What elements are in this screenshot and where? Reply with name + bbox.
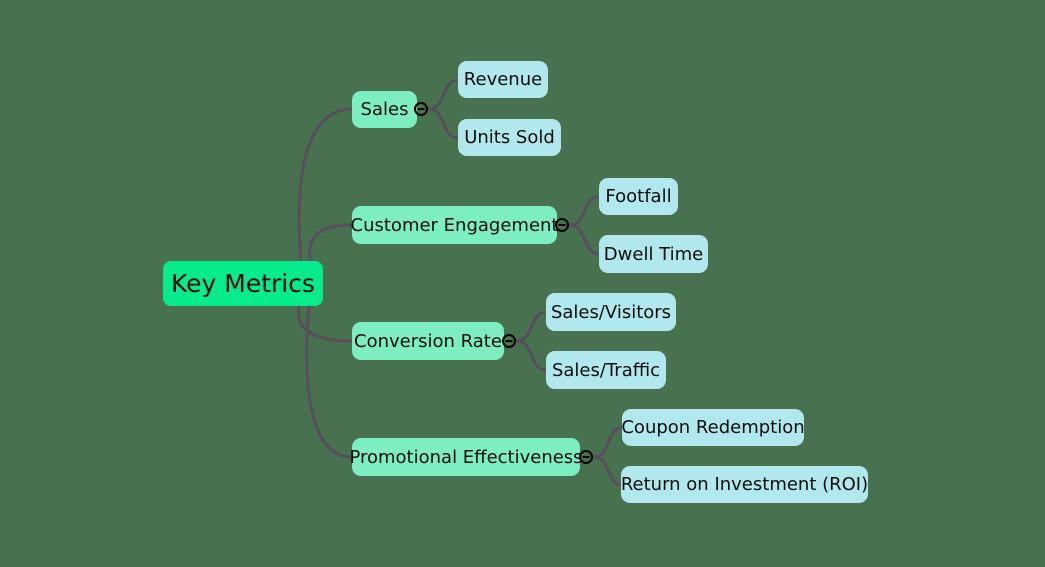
collapse-minus-icon-customer-engagement[interactable]	[554, 217, 570, 233]
collapse-minus-icon-sales[interactable]	[413, 101, 429, 117]
collapse-minus-icon-promotional-effectiveness[interactable]	[578, 449, 594, 465]
connector-root-to-sales	[297, 107, 354, 263]
connector-customer-engagement-to-footfall	[568, 195, 601, 227]
connector-conversion-rate-to-sales-traffic	[515, 339, 548, 372]
node-key-metrics[interactable]: Key Metrics	[163, 261, 323, 306]
connector-conversion-rate-to-sales-visitors	[515, 310, 548, 343]
node-units-sold[interactable]: Units Sold	[458, 119, 561, 156]
node-sales-visitors[interactable]: Sales/Visitors	[546, 293, 676, 331]
node-revenue[interactable]: Revenue	[458, 61, 548, 98]
node-customer-engagement[interactable]: Customer Engagement	[351, 206, 558, 244]
node-conversion-rate[interactable]: Conversion Rate	[352, 322, 504, 360]
node-coupon-redemption[interactable]: Coupon Redemption	[621, 409, 805, 446]
node-sales-traffic[interactable]: Sales/Traffic	[546, 351, 666, 389]
node-footfall[interactable]: Footfall	[599, 178, 678, 215]
collapse-minus-icon-conversion-rate[interactable]	[501, 333, 517, 349]
connector-root-to-promotional-effectiveness	[305, 304, 354, 459]
connector-promotional-effectiveness-to-roi	[592, 455, 624, 487]
node-dwell-time[interactable]: Dwell Time	[599, 235, 708, 273]
node-sales[interactable]: Sales	[352, 91, 417, 128]
connector-sales-to-units-sold	[427, 107, 460, 140]
connector-customer-engagement-to-dwell-time	[568, 223, 601, 256]
connector-sales-to-revenue	[427, 78, 460, 111]
connector-root-to-conversion-rate	[296, 304, 354, 343]
connector-promotional-effectiveness-to-coupon-redemption	[592, 426, 624, 459]
node-promotional-effectiveness[interactable]: Promotional Effectiveness	[349, 438, 583, 476]
node-return-on-investment-roi[interactable]: Return on Investment (ROI)	[621, 466, 868, 503]
connector-root-to-customer-engagement	[308, 223, 354, 263]
